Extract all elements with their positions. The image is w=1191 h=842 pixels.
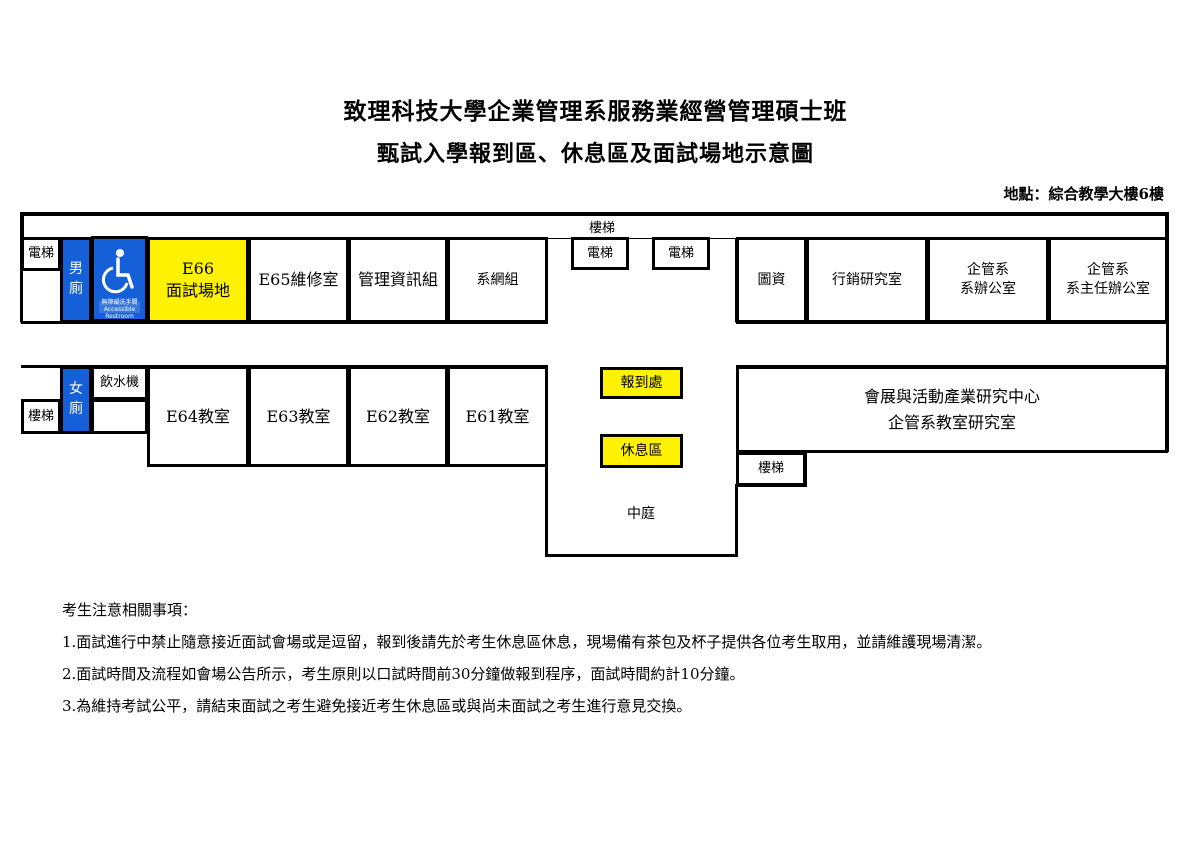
water-dispenser-area (91, 399, 148, 434)
research-center: 會展與活動產業研究中心 企管系教室研究室 (736, 366, 1168, 453)
room-chair-office: 企管系 系主任辦公室 (1048, 237, 1168, 323)
room-e61: E61教室 (447, 366, 548, 467)
accessible-restroom: 無障礙洗手間 Accessible Restroom (91, 236, 148, 322)
rest-area: 休息區 (600, 434, 683, 468)
stairs-right: 樓梯 (736, 452, 806, 486)
womens-restroom: 女 廁 (60, 366, 92, 434)
room-e64: E64教室 (147, 366, 249, 467)
room-library: 圖資 (736, 237, 807, 323)
stairs-left: 樓梯 (21, 399, 61, 434)
wheelchair-icon (99, 249, 140, 313)
stairs-top: 樓梯 (21, 213, 1168, 238)
notes-heading: 考生注意相關事項： (62, 601, 198, 619)
elevator-left: 電梯 (21, 237, 61, 271)
notes-section: 考生注意相關事項： 1.面試進行中禁止隨意接近面試會場或是逗留，報到後請先於考生… (62, 598, 1172, 726)
room-e62: E62教室 (348, 366, 448, 467)
water-dispenser: 飲水機 (91, 366, 148, 400)
room-mis: 管理資訊組 (348, 237, 448, 323)
room-e66-interview: E66 面試場地 (147, 237, 249, 323)
room-e63: E63教室 (248, 366, 349, 467)
mens-restroom: 男 廁 (60, 237, 92, 323)
location-label: 地點：綜合教學大樓6樓 (1003, 185, 1164, 203)
room-e65: E65維修室 (248, 237, 349, 323)
room-dept-office: 企管系 系辦公室 (927, 237, 1049, 323)
room-marketing-lab: 行銷研究室 (806, 237, 928, 323)
note-item-3: 3.為維持考試公平，請結束面試之考生避免接近考生休息區或與尚未面試之考生進行意見… (62, 697, 692, 715)
note-item-1: 1.面試進行中禁止隨意接近面試會場或是逗留，報到後請先於考生休息區休息，現場備有… (62, 633, 992, 651)
page-title: 致理科技大學企業管理系服務業經營管理碩士班 (343, 98, 848, 125)
page-subtitle: 甄試入學報到區、休息區及面試場地示意圖 (376, 141, 814, 167)
room-network: 系網組 (447, 237, 548, 323)
checkin-desk: 報到處 (600, 367, 683, 399)
elevator-mid-1: 電梯 (571, 237, 629, 270)
courtyard-label: 中庭 (627, 506, 655, 522)
elevator-mid-2: 電梯 (652, 237, 710, 270)
note-item-2: 2.面試時間及流程如會場公告所示，考生原則以口試時間前30分鐘做報到程序，面試時… (62, 665, 745, 683)
